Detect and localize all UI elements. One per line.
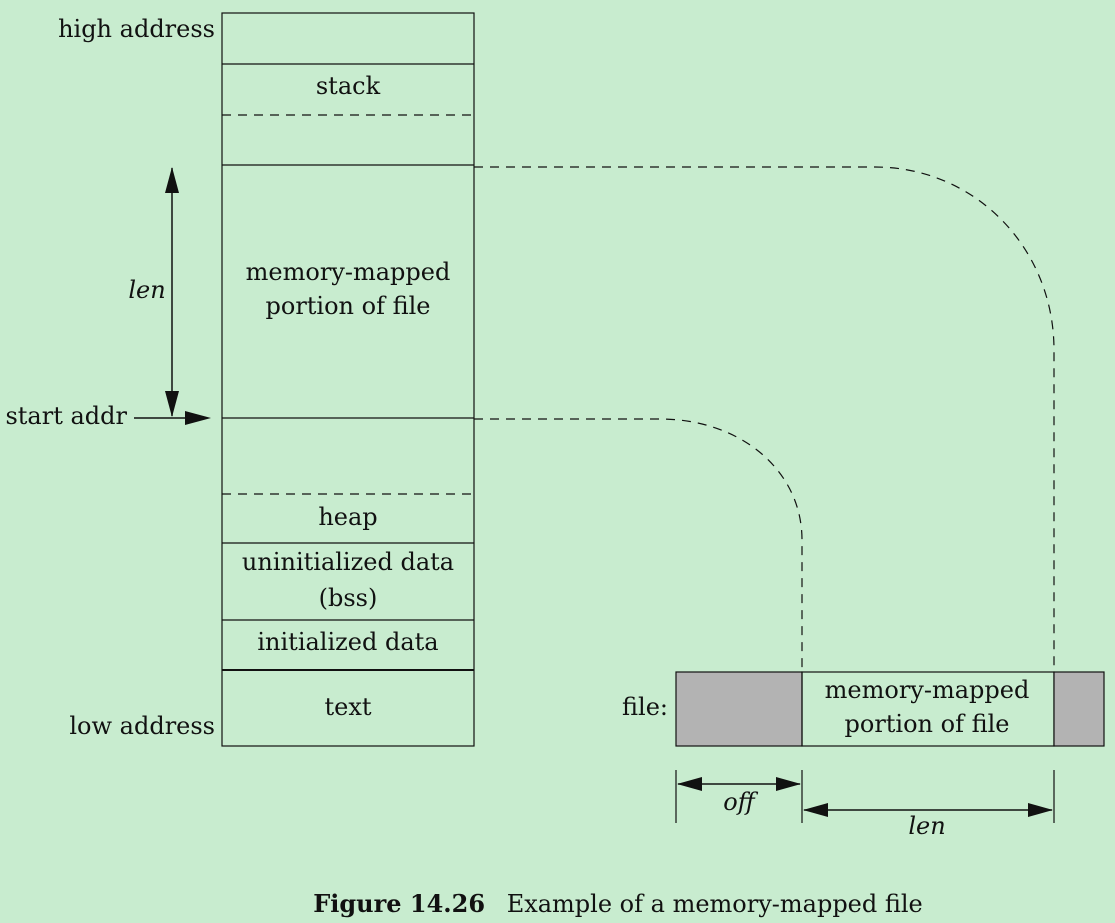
off-arrow-left-head [677, 777, 702, 791]
memory-layout-frame [221, 12, 475, 747]
mapped-region-label-line1: memory-mapped [246, 258, 451, 286]
text-segment-label: text [324, 693, 371, 721]
file-unmapped-right [1053, 671, 1105, 747]
start-addr-arrow-head [185, 411, 211, 425]
file-unmapped-left [675, 671, 803, 747]
off-label: off [723, 788, 758, 816]
stack-label: stack [316, 72, 381, 100]
start-addr-pointer: start addr [5, 402, 211, 430]
mapping-curve-lower [474, 418, 803, 672]
initialized-data-label: initialized data [257, 628, 438, 656]
low-address-label: low address [69, 712, 215, 740]
len-vertical-arrow: len [128, 167, 179, 417]
figure-caption-text: Example of a memory-mapped file [507, 890, 923, 918]
len-arrow-bottom-head [165, 391, 179, 417]
len-horizontal-label: len [908, 812, 945, 840]
heap-label: heap [318, 503, 377, 531]
file-dimensions: off len [675, 770, 1055, 840]
file-label: file: [622, 693, 668, 721]
bss-label-line1: uninitialized data [242, 548, 454, 576]
memory-layout: high address low address stack memory-ma… [58, 12, 475, 747]
file-mapped-label-line1: memory-mapped [825, 676, 1030, 704]
figure-caption: Figure 14.26 Example of a memory-mapped … [313, 889, 923, 918]
high-address-label: high address [58, 15, 215, 43]
bss-label-line2: (bss) [319, 584, 378, 612]
len-vertical-label: len [128, 276, 165, 304]
len-horizontal-arrow-left-head [803, 803, 828, 817]
figure-number: Figure 14.26 [313, 889, 485, 918]
mapped-region-label-line2: portion of file [266, 292, 431, 320]
start-addr-label: start addr [5, 402, 127, 430]
mapping-curve-upper [474, 166, 1055, 672]
len-arrow-top-head [165, 167, 179, 193]
file-bar: file: memory-mapped portion of file [622, 671, 1105, 747]
off-arrow-right-head [776, 777, 801, 791]
len-horizontal-arrow-right-head [1028, 803, 1053, 817]
file-mapped-label-line2: portion of file [845, 710, 1010, 738]
